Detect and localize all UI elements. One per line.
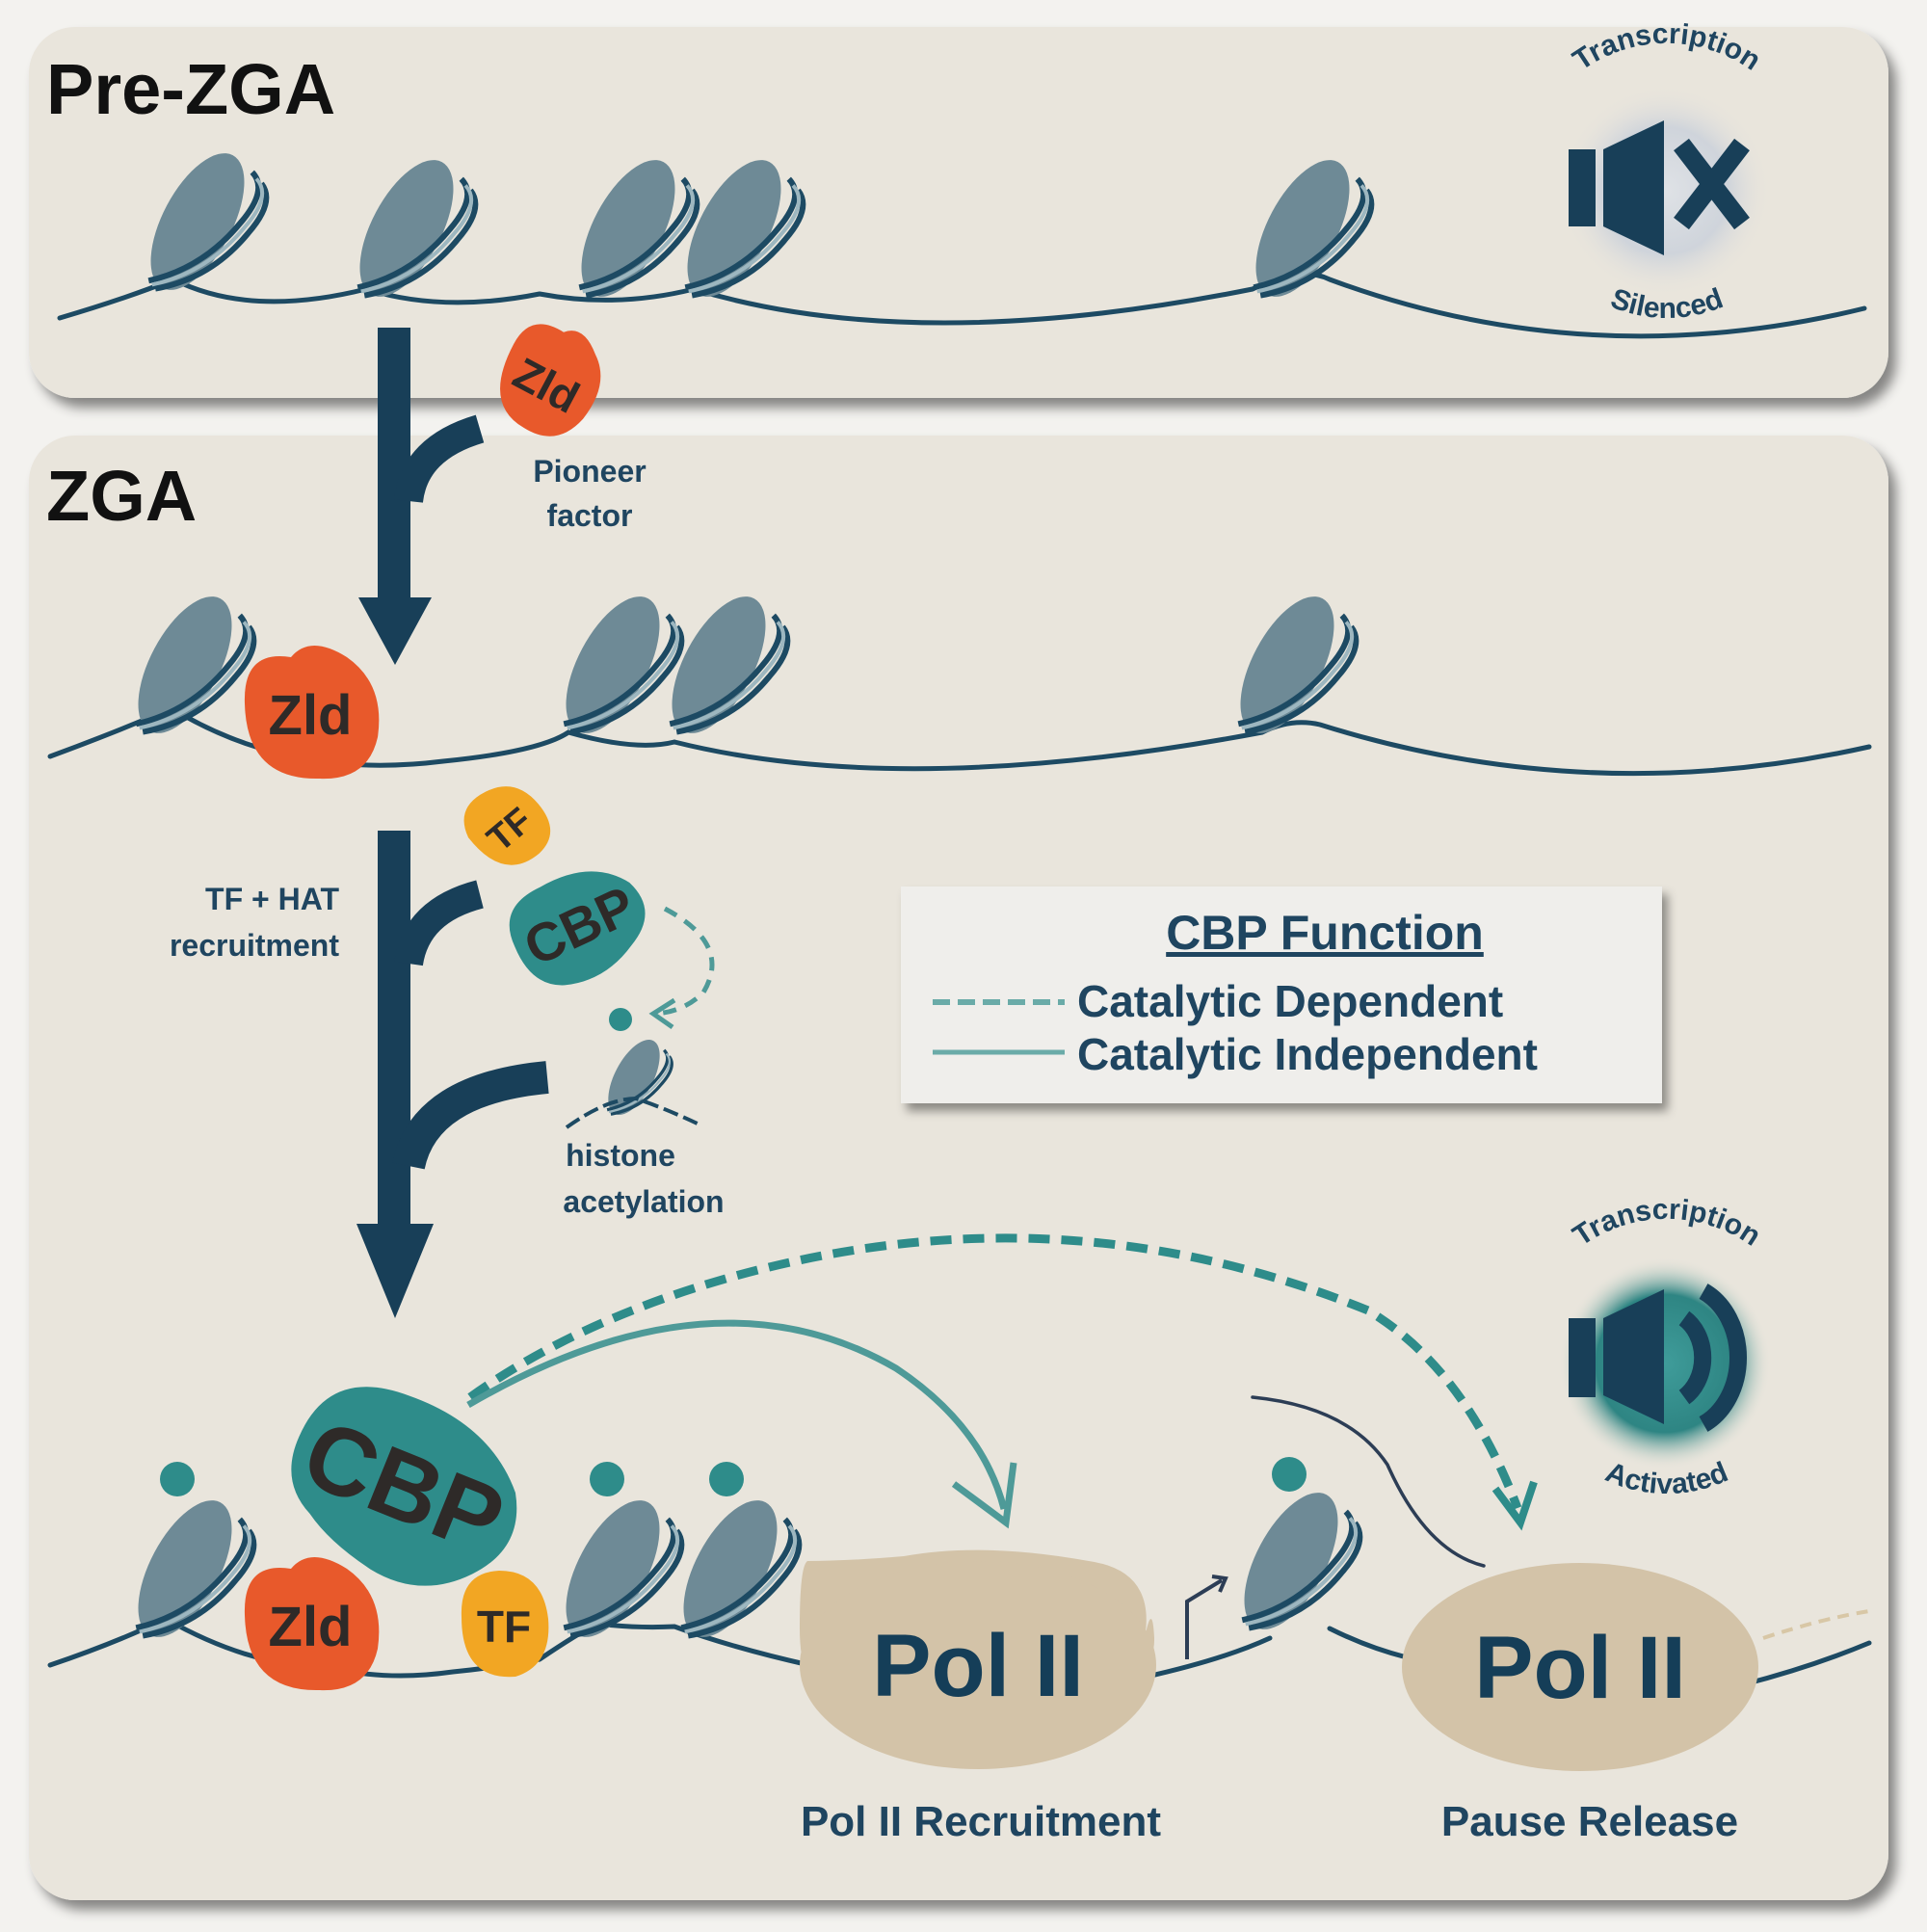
nascent-rna xyxy=(1251,1395,1486,1568)
tss-arrowhead xyxy=(1211,1575,1228,1593)
recruitment-label-line2: recruitment xyxy=(170,928,339,963)
zld-pioneer-protein: Zld xyxy=(500,324,601,437)
dna-strand xyxy=(47,705,1872,777)
dna-strand xyxy=(1144,1635,1273,1680)
pre-zga-chromatin xyxy=(57,139,1867,339)
acetylation-arrowhead xyxy=(648,997,676,1030)
acetyl-mark xyxy=(1272,1457,1307,1492)
pol2-label: Pol II xyxy=(1474,1619,1686,1717)
transcript-dashed-trail xyxy=(1762,1609,1870,1640)
legend-item-dependent: Catalytic Dependent xyxy=(1077,976,1503,1026)
pol2-recruitment-label: Pol II Recruitment xyxy=(801,1798,1161,1845)
pol2-recruitment-arrowhead xyxy=(951,1462,1017,1529)
pol2-recruitment-solid-arrow xyxy=(466,1319,1008,1510)
zld-bound-protein: Zld xyxy=(244,646,380,780)
dna-strand xyxy=(1327,1626,1410,1660)
tf-free-protein: TF xyxy=(463,786,551,865)
dna-strand xyxy=(1741,1640,1872,1687)
pioneer-label-line1: Pioneer xyxy=(533,454,646,489)
speaker-muted-icon xyxy=(1569,120,1750,255)
recruitment-label-line1: TF + HAT xyxy=(205,882,339,916)
pol2-label: Pol II xyxy=(872,1617,1084,1715)
acetyl-mark xyxy=(709,1462,744,1496)
zld-label: Zld xyxy=(269,684,353,747)
acetyl-mark xyxy=(160,1462,195,1496)
pioneer-step-arrow xyxy=(358,328,485,665)
acetylation-dashed-arrow xyxy=(654,906,715,1017)
transcription-activated-badge: Transcription Activated xyxy=(1559,1194,1771,1500)
cbp-function-legend: CBP Function Catalytic Dependent Catalyt… xyxy=(901,887,1662,1103)
acetyl-mark xyxy=(609,1008,632,1031)
silenced-glow xyxy=(1559,85,1771,297)
tf-label: TF xyxy=(477,1601,531,1652)
zld-label: Zld xyxy=(269,1596,353,1658)
legend-item-independent: Catalytic Independent xyxy=(1077,1029,1538,1079)
zga-title: ZGA xyxy=(46,456,197,536)
pause-release-label: Pause Release xyxy=(1441,1798,1738,1845)
zga-active-chromatin: CBP Zld TF Pol II Pol II xyxy=(47,1387,1872,1771)
legend-title: CBP Function xyxy=(1166,906,1484,960)
recruitment-step-arrow xyxy=(356,831,549,1318)
speaker-sound-icon xyxy=(1569,1284,1748,1432)
acetylation-label-line1: histone xyxy=(566,1138,675,1173)
pause-release-dashed-arrow xyxy=(467,1233,1522,1510)
acetylated-nucleosome-mini xyxy=(565,1008,702,1131)
pioneer-label-line2: factor xyxy=(547,498,633,533)
legend-box xyxy=(901,887,1662,1103)
pol2-paused: Pol II xyxy=(1402,1563,1758,1771)
acetylation-label-line2: acetylation xyxy=(563,1184,724,1219)
pre-zga-title: Pre-ZGA xyxy=(46,49,335,129)
zld-bound-protein: Zld xyxy=(244,1557,380,1691)
pre-zga-panel xyxy=(29,27,1888,398)
tss-arrow xyxy=(1185,1578,1224,1659)
tf-bound-protein: TF xyxy=(461,1571,549,1678)
zga-chromatin-bound: Zld xyxy=(47,582,1872,780)
acetyl-mark xyxy=(590,1462,624,1496)
cbp-free-protein: CBP xyxy=(509,871,646,986)
pause-release-arrowhead xyxy=(1491,1480,1538,1531)
pol2-recruited: Pol II xyxy=(800,1549,1156,1769)
